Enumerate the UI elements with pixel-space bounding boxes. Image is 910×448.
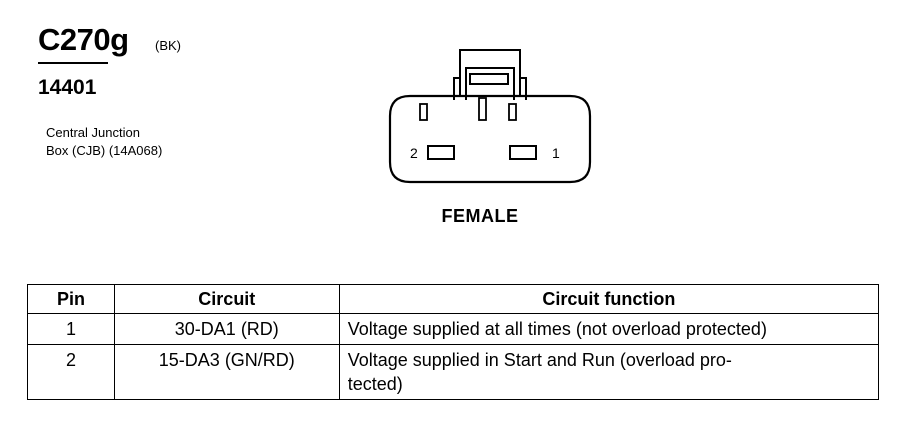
connector-face-diagram: 2 1: [388, 49, 592, 184]
part-number: 14401: [38, 76, 97, 99]
table-row: 2 15-DA3 (GN/RD) Voltage supplied in Sta…: [27, 344, 880, 400]
description-line: Box (CJB) (14A068): [46, 143, 163, 158]
key-rib: [478, 97, 487, 121]
title-underline: [38, 62, 108, 64]
connector-view-label: FEMALE: [441, 206, 519, 226]
terminal-pin-2: [427, 145, 455, 160]
terminal-pin-1: [509, 145, 537, 160]
key-rib: [419, 103, 428, 121]
column-header-function: Circuit function: [338, 284, 880, 314]
function-line: Voltage supplied in Start and Run (overl…: [347, 350, 732, 370]
function-line: Voltage supplied at all times (not overl…: [347, 319, 767, 339]
column-header-circuit: Circuit: [113, 284, 340, 314]
title-block: C270g (BK): [38, 22, 181, 58]
function-line: tected): [347, 374, 403, 394]
pin-label-2: 2: [410, 145, 418, 161]
cell-circuit: 30-DA1 (RD): [113, 313, 340, 345]
connector-id: C270g: [38, 22, 129, 57]
cell-function: Voltage supplied at all times (not overl…: [338, 313, 880, 345]
table-row: 1 30-DA1 (RD) Voltage supplied at all ti…: [27, 313, 880, 345]
connector-latch: [453, 49, 527, 100]
key-rib: [508, 103, 517, 121]
connector-description: Central Junction Box (CJB) (14A068): [46, 124, 246, 160]
cell-pin: 2: [27, 344, 115, 400]
cell-function: Voltage supplied in Start and Run (overl…: [338, 344, 880, 400]
connector-body: [388, 94, 592, 184]
pin-table: Pin Circuit Circuit function 1 30-DA1 (R…: [27, 284, 880, 400]
connector-color-code: (BK): [155, 38, 181, 53]
table-header-row: Pin Circuit Circuit function: [27, 284, 880, 314]
column-header-pin: Pin: [27, 284, 115, 314]
description-line: Central Junction: [46, 125, 140, 140]
cell-pin: 1: [27, 313, 115, 345]
cell-circuit: 15-DA3 (GN/RD): [113, 344, 340, 400]
pin-label-1: 1: [552, 145, 560, 161]
